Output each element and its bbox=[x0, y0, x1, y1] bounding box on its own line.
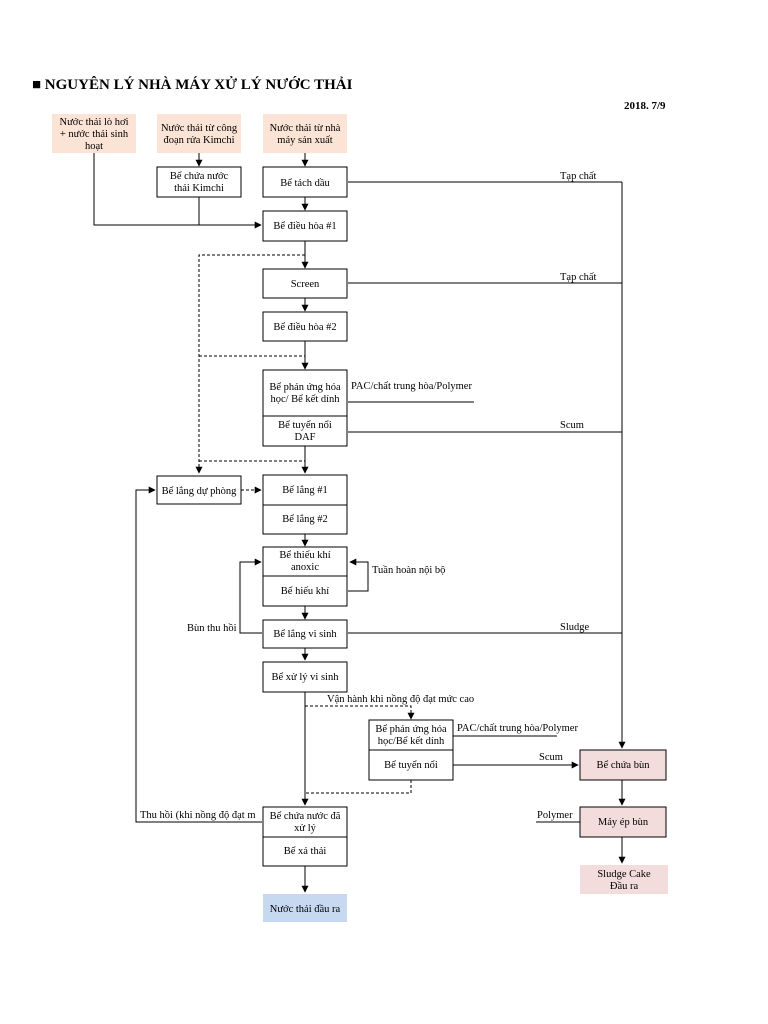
label-pac-1: PAC/chất trung hòa/Polymer bbox=[351, 381, 472, 392]
node-bio-treatment: Bể xử lý vi sinh bbox=[262, 661, 348, 693]
svg-text:Bể tách dầu: Bể tách dầu bbox=[280, 178, 330, 189]
label-pac-2: PAC/chất trung hòa/Polymer bbox=[457, 723, 578, 734]
svg-text:Bể lắng #1: Bể lắng #1 bbox=[282, 485, 328, 496]
svg-text:Bể điều hòa #1: Bể điều hòa #1 bbox=[273, 221, 336, 232]
svg-text:Bể xử lý vi sinh: Bể xử lý vi sinh bbox=[272, 672, 340, 683]
label-scum-2: Scum bbox=[539, 752, 563, 763]
svg-text:Nước thải đầu ra: Nước thải đầu ra bbox=[270, 904, 341, 915]
connectors bbox=[93, 153, 626, 893]
node-flotation-2: Bể tuyển nổi bbox=[368, 749, 454, 781]
date-label: 2018. 7/9 bbox=[624, 100, 666, 112]
label-impurity-2: Tạp chất bbox=[560, 272, 597, 283]
label-impurity-1: Tạp chất bbox=[560, 171, 597, 182]
node-screen: Screen bbox=[262, 268, 348, 299]
svg-text:Máy ép bùn: Máy ép bùn bbox=[598, 817, 649, 828]
node-bio-settling: Bể lắng vi sinh bbox=[262, 619, 348, 649]
svg-text:Screen: Screen bbox=[291, 279, 320, 290]
node-backup-settling: Bể lắng dự phòng bbox=[156, 475, 242, 505]
label-polymer: Polymer bbox=[537, 810, 573, 821]
node-sludge-press: Máy ép bùn bbox=[579, 806, 667, 838]
node-oil-separator: Bể tách dầu bbox=[262, 166, 348, 198]
page-title: ■ NGUYÊN LÝ NHÀ MÁY XỬ LÝ NƯỚC THẢI bbox=[32, 76, 353, 93]
node-equalization-1: Bể điều hòa #1 bbox=[262, 210, 348, 242]
label-recovery: Thu hồi (khi nồng độ đạt m bbox=[140, 810, 256, 821]
svg-text:Bể hiếu khí: Bể hiếu khí bbox=[281, 586, 329, 597]
node-settling-2: Bể lắng #2 bbox=[262, 504, 348, 535]
node-sludge-tank: Bể chứa bùn bbox=[579, 749, 667, 781]
svg-text:Bể điều hòa #2: Bể điều hòa #2 bbox=[273, 322, 336, 333]
node-aerobic: Bể hiếu khí bbox=[262, 575, 348, 607]
label-sludge: Sludge bbox=[560, 622, 590, 633]
node-input-boiler-bg bbox=[52, 114, 136, 153]
label-scum-1: Scum bbox=[560, 420, 584, 431]
label-internal-recycle: Tuần hoàn nội bộ bbox=[372, 565, 445, 576]
node-settling-1: Bể lắng #1 bbox=[262, 474, 348, 506]
label-sludge-return: Bùn thu hồi bbox=[187, 623, 237, 634]
node-discharge-tank: Bể xả thải bbox=[262, 836, 348, 867]
svg-text:Bể lắng vi sinh: Bể lắng vi sinh bbox=[273, 629, 337, 640]
svg-text:Bể lắng #2: Bể lắng #2 bbox=[282, 514, 328, 525]
label-high-concentration: Vận hành khi nồng độ đạt mức cao bbox=[327, 694, 474, 705]
node-outlet: Nước thải đầu ra bbox=[263, 894, 347, 922]
svg-text:Bể chứa bùn: Bể chứa bùn bbox=[597, 760, 651, 771]
svg-text:Bể xả thải: Bể xả thải bbox=[284, 846, 327, 857]
svg-text:Bể lắng dự phòng: Bể lắng dự phòng bbox=[162, 486, 238, 497]
node-equalization-2: Bể điều hòa #2 bbox=[262, 311, 348, 342]
svg-text:Bể tuyển nổi: Bể tuyển nổi bbox=[384, 760, 438, 771]
